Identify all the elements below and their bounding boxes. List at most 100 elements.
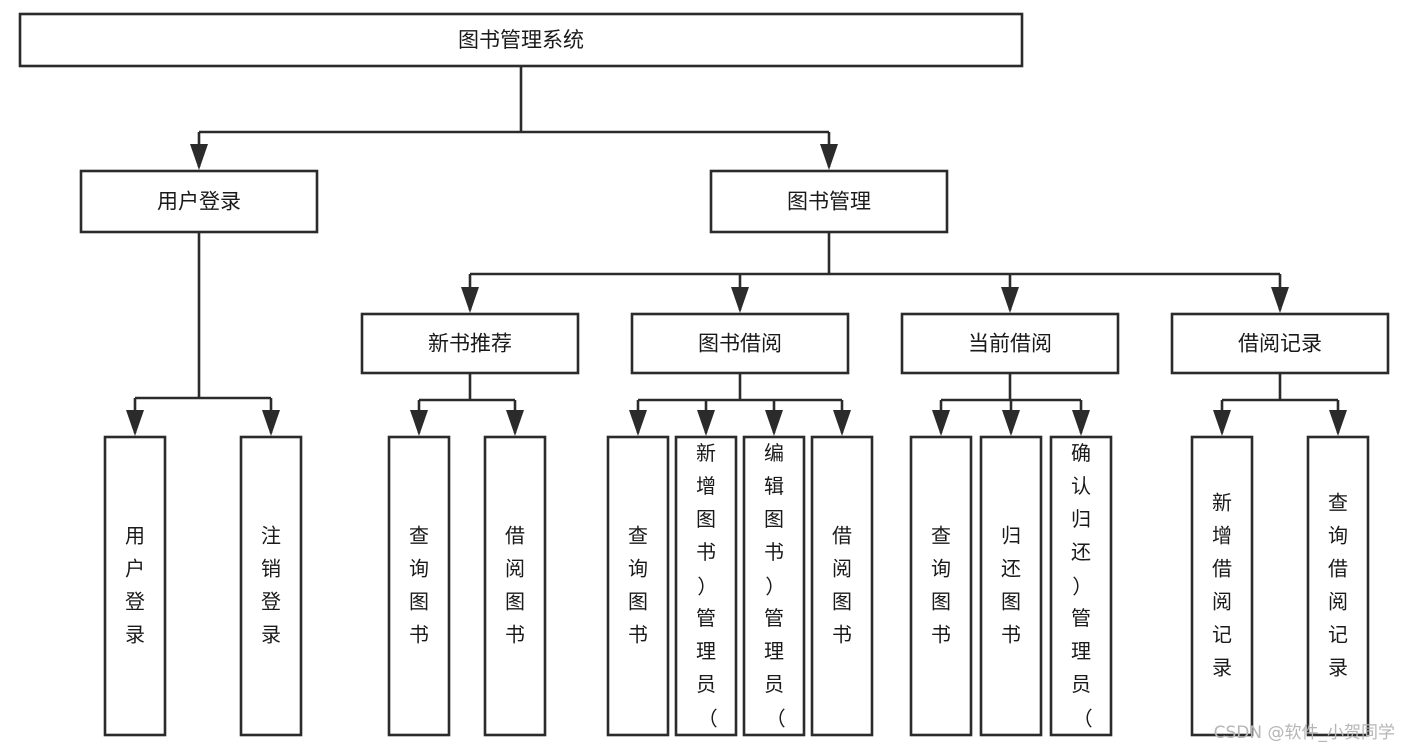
svg-text:归: 归 xyxy=(1001,524,1021,548)
svg-text:查: 查 xyxy=(628,524,648,548)
leaf-leaf-record-query[interactable] xyxy=(1306,435,1370,737)
svg-text:图: 图 xyxy=(505,590,525,614)
svg-text:图: 图 xyxy=(1001,590,1021,614)
node-label: 新书推荐 xyxy=(428,332,512,356)
svg-text:书: 书 xyxy=(505,623,525,647)
leaf-leaf-rec-borrow-book[interactable] xyxy=(483,435,547,737)
svg-text:注: 注 xyxy=(261,524,281,548)
svg-text:员: 员 xyxy=(1071,672,1091,696)
svg-text:还: 还 xyxy=(1071,540,1091,564)
node-label: 借阅记录 xyxy=(1238,332,1322,356)
svg-text:书: 书 xyxy=(628,623,648,647)
svg-text:图: 图 xyxy=(696,507,716,531)
svg-text:借: 借 xyxy=(1328,557,1348,581)
leaf-leaf-borrow-query-book[interactable] xyxy=(606,435,670,737)
edges-layer xyxy=(126,66,1347,436)
svg-text:询: 询 xyxy=(931,557,951,581)
svg-text:户: 户 xyxy=(125,557,145,581)
svg-text:借: 借 xyxy=(832,524,852,548)
node-label: 图书借阅 xyxy=(698,332,782,356)
node-book-borrow[interactable] xyxy=(630,312,850,375)
svg-text:查: 查 xyxy=(409,524,429,548)
leaf-leaf-current-return-book[interactable] xyxy=(979,435,1043,737)
svg-text:阅: 阅 xyxy=(505,557,525,581)
svg-text:辑: 辑 xyxy=(764,474,784,498)
node-label: 图书管理 xyxy=(787,190,871,214)
svg-text:新: 新 xyxy=(1212,491,1232,515)
svg-text:查: 查 xyxy=(1328,491,1348,515)
leaf-leaf-current-query-book[interactable] xyxy=(909,435,973,737)
svg-text:书: 书 xyxy=(931,623,951,647)
svg-text:录: 录 xyxy=(1328,656,1348,680)
svg-text:书: 书 xyxy=(409,623,429,647)
svg-text:管: 管 xyxy=(764,606,784,630)
svg-text:管: 管 xyxy=(1071,606,1091,630)
svg-text:书: 书 xyxy=(832,623,852,647)
leaf-leaf-user-login[interactable] xyxy=(103,435,167,737)
node-book-manage[interactable] xyxy=(709,169,949,234)
leaf-leaf-user-logout[interactable] xyxy=(239,435,303,737)
svg-text:询: 询 xyxy=(628,557,648,581)
node-root[interactable] xyxy=(18,12,1024,68)
svg-text:录: 录 xyxy=(261,623,281,647)
svg-text:图: 图 xyxy=(832,590,852,614)
node-user-login[interactable] xyxy=(79,169,319,234)
node-label: 图书管理系统 xyxy=(458,28,584,52)
svg-text:书: 书 xyxy=(764,540,784,564)
svg-text:归: 归 xyxy=(1071,507,1091,531)
svg-text:︶: ︶ xyxy=(695,708,719,728)
leaf-leaf-rec-query-book[interactable] xyxy=(387,435,451,737)
svg-text:书: 书 xyxy=(696,540,716,564)
svg-text:增: 增 xyxy=(696,474,716,498)
svg-text:理: 理 xyxy=(696,639,716,663)
nodes-layer: 图书管理系统用户登录图书管理新书推荐图书借阅当前借阅借阅记录用户登录注销登录查询… xyxy=(18,12,1390,737)
node-new-book-recommend[interactable] xyxy=(360,312,580,375)
leaf-leaf-record-add[interactable] xyxy=(1190,435,1254,737)
svg-text:确: 确 xyxy=(1071,441,1091,465)
svg-text:图: 图 xyxy=(628,590,648,614)
svg-text:︵: ︵ xyxy=(763,576,787,596)
leaf-leaf-borrow-add-book[interactable] xyxy=(674,435,738,737)
svg-text:还: 还 xyxy=(1001,557,1021,581)
svg-text:借: 借 xyxy=(1212,557,1232,581)
node-current-borrow[interactable] xyxy=(900,312,1120,375)
svg-text:︵: ︵ xyxy=(695,576,719,596)
svg-text:阅: 阅 xyxy=(1212,590,1232,614)
leaf-leaf-borrow-borrow-book[interactable] xyxy=(810,435,874,737)
svg-text:录: 录 xyxy=(125,623,145,647)
svg-text:记: 记 xyxy=(1212,623,1232,647)
svg-text:记: 记 xyxy=(1328,623,1348,647)
node-borrow-record[interactable] xyxy=(1170,312,1390,375)
svg-text:阅: 阅 xyxy=(832,557,852,581)
svg-text:编: 编 xyxy=(764,441,784,465)
svg-text:借: 借 xyxy=(505,524,525,548)
svg-text:登: 登 xyxy=(261,590,281,614)
svg-text:理: 理 xyxy=(1071,639,1091,663)
svg-text:理: 理 xyxy=(764,639,784,663)
node-label: 当前借阅 xyxy=(968,332,1052,356)
leaf-leaf-current-confirm-return[interactable] xyxy=(1049,435,1113,737)
svg-text:查: 查 xyxy=(931,524,951,548)
leaf-leaf-borrow-edit-book[interactable] xyxy=(742,435,806,737)
svg-text:登: 登 xyxy=(125,590,145,614)
svg-text:︶: ︶ xyxy=(763,708,787,728)
leaf-label-leaf-user-login: 用户登录 xyxy=(125,524,145,647)
svg-text:图: 图 xyxy=(764,507,784,531)
svg-text:录: 录 xyxy=(1212,656,1232,680)
svg-text:认: 认 xyxy=(1071,474,1091,498)
svg-text:销: 销 xyxy=(261,557,281,581)
svg-text:新: 新 xyxy=(696,441,716,465)
svg-text:用: 用 xyxy=(125,524,145,548)
